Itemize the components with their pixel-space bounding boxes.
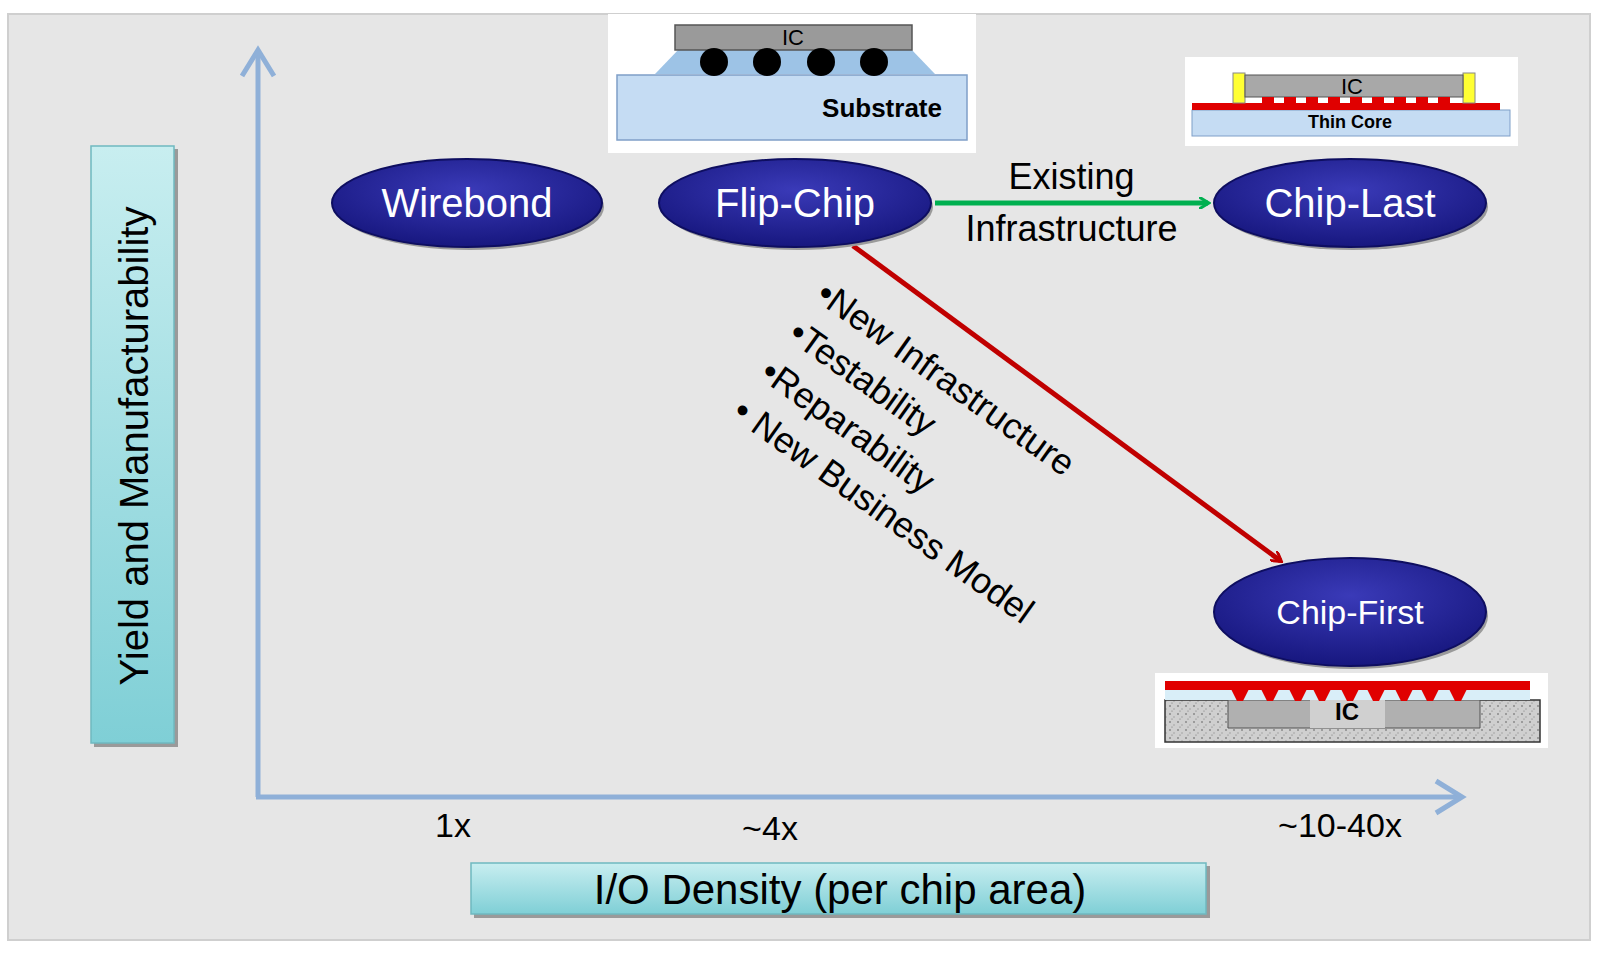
node-label: Yield and Manufacturability — [112, 207, 157, 686]
ellipse-node: Chip-Last — [1210, 155, 1490, 251]
edge-label: Existing Infrastructure — [937, 151, 1207, 255]
node-label: Chip-Last — [1264, 181, 1435, 226]
axis-tick-label: ~4x — [742, 809, 798, 848]
node-label: I/O Density (per chip area) — [594, 866, 1087, 914]
node-label: Chip-First — [1276, 593, 1423, 632]
ellipse-node: Wirebond — [328, 155, 606, 251]
connector-arrow — [935, 201, 1208, 206]
illustration-label: Substrate — [822, 93, 942, 124]
axis-title-box: Yield and Manufacturability — [90, 145, 178, 747]
axis-tick-label: ~10-40x — [1278, 806, 1402, 845]
illustration-label: IC — [782, 25, 804, 51]
illustration-label: IC — [1335, 698, 1359, 726]
ellipse-node: Chip-First — [1210, 554, 1490, 670]
axis-tick-label: 1x — [435, 806, 471, 845]
illustration-label: IC — [1341, 74, 1363, 100]
node-label: Wirebond — [381, 181, 552, 226]
axis-title-box: I/O Density (per chip area) — [470, 862, 1210, 918]
node-label: Flip-Chip — [715, 181, 875, 226]
ellipse-node: Flip-Chip — [655, 155, 935, 251]
illustration-label: Thin Core — [1308, 112, 1392, 133]
